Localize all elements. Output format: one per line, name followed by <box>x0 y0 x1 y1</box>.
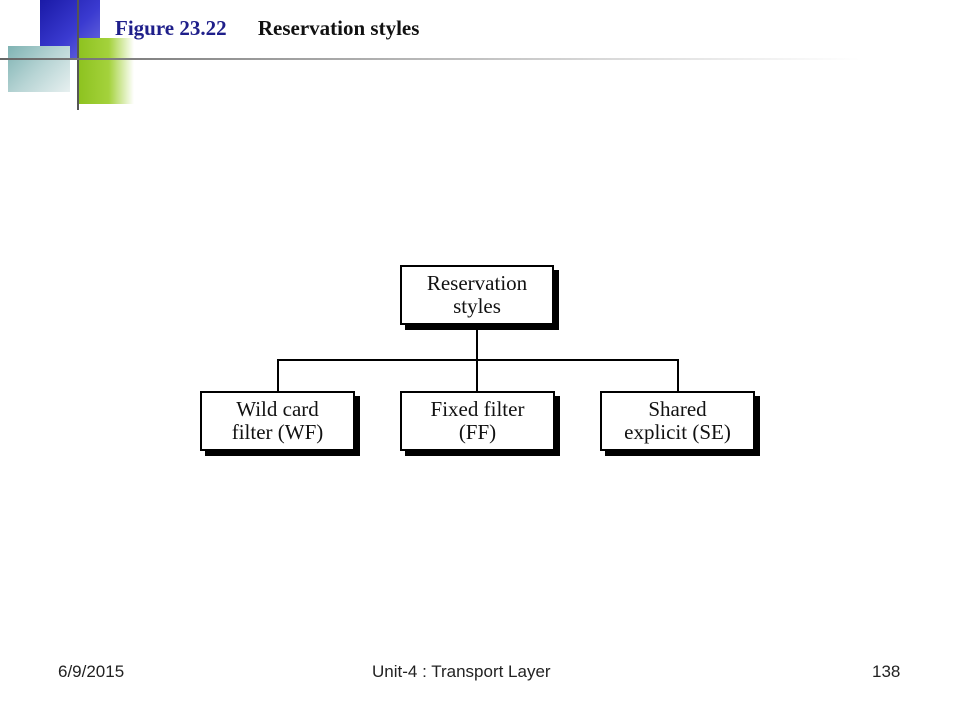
connector-middle-branch <box>476 359 478 392</box>
root-node-reservation-styles: Reservation styles <box>400 265 554 325</box>
figure-title: Reservation styles <box>257 16 420 40</box>
figure-number: Figure 23.22 <box>115 16 227 40</box>
child-node-line2: explicit (SE) <box>624 420 731 444</box>
child-node-shared-explicit: Shared explicit (SE) <box>600 391 755 451</box>
connector-right-branch <box>677 359 679 392</box>
root-node-line1: Reservation <box>426 271 528 295</box>
child-node-line1: Fixed filter <box>430 397 525 421</box>
child-node-line2: (FF) <box>458 420 497 444</box>
footer-unit-title: Unit-4 : Transport Layer <box>372 662 551 681</box>
decorative-teal-square <box>8 46 70 92</box>
child-node-line2: filter (WF) <box>231 420 324 444</box>
footer-date: 6/9/2015 <box>58 662 125 681</box>
footer-page-number: 138 <box>872 662 901 681</box>
title-underline <box>0 58 860 60</box>
connector-horizontal <box>277 359 679 361</box>
slide-title: Figure 23.22 Reservation styles <box>115 16 419 41</box>
connector-root-down <box>476 330 478 360</box>
child-node-line1: Shared <box>648 397 707 421</box>
decorative-green-square <box>78 38 134 104</box>
child-node-wild-card-filter: Wild card filter (WF) <box>200 391 355 451</box>
connector-left-branch <box>277 359 279 392</box>
child-node-line1: Wild card <box>236 397 319 421</box>
child-node-fixed-filter: Fixed filter (FF) <box>400 391 555 451</box>
decorative-vertical-line <box>77 0 79 110</box>
root-node-line2: styles <box>453 294 501 318</box>
